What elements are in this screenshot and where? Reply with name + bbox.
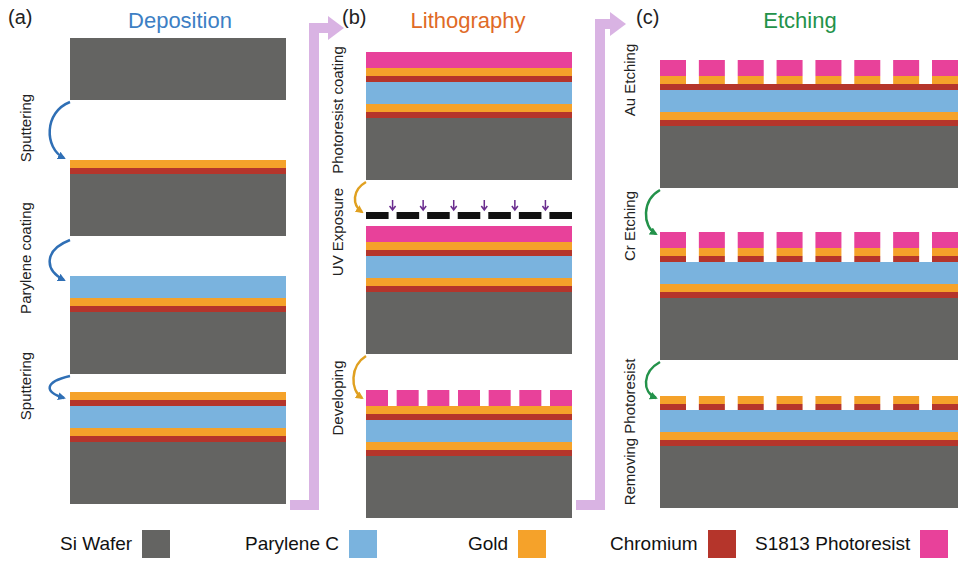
step-label: Photoresist coating — [330, 46, 346, 174]
legend-swatch — [142, 530, 170, 558]
legend-swatch — [349, 530, 377, 558]
step-label: UV Exposure — [330, 188, 346, 276]
step-label: Au Etching — [622, 44, 638, 117]
step-label: Sputtering — [18, 352, 34, 420]
layer-stacks — [70, 38, 958, 518]
panel-title: Etching — [763, 8, 836, 34]
step-label: Developing — [330, 360, 346, 435]
photomask — [366, 200, 572, 219]
step-label: Cr Etching — [622, 191, 638, 261]
legend-item: S1813 Photoresist — [755, 530, 948, 558]
step-arrows — [50, 102, 660, 398]
legend-item: Si Wafer — [60, 530, 170, 558]
legend-item: Gold — [468, 530, 546, 558]
legend-text: S1813 Photoresist — [755, 533, 910, 555]
panel-letter: (b) — [342, 6, 366, 29]
legend-text: Parylene C — [245, 533, 339, 555]
step-label: Removing Photoresist — [622, 359, 638, 506]
legend-swatch — [920, 530, 948, 558]
legend-item: Parylene C — [245, 530, 377, 558]
panel-letter: (a) — [8, 6, 32, 29]
legend-swatch — [708, 530, 736, 558]
legend-text: Gold — [468, 533, 508, 555]
legend-item: Chromium — [610, 530, 736, 558]
step-label: Sputtering — [18, 94, 34, 162]
panel-arrows — [290, 12, 626, 505]
panel-title: Deposition — [128, 8, 232, 34]
legend-text: Si Wafer — [60, 533, 132, 555]
step-label: Parylene coating — [18, 202, 34, 314]
legend-text: Chromium — [610, 533, 698, 555]
legend-swatch — [518, 530, 546, 558]
panel-letter: (c) — [636, 6, 659, 29]
panel-title: Lithography — [411, 8, 526, 34]
